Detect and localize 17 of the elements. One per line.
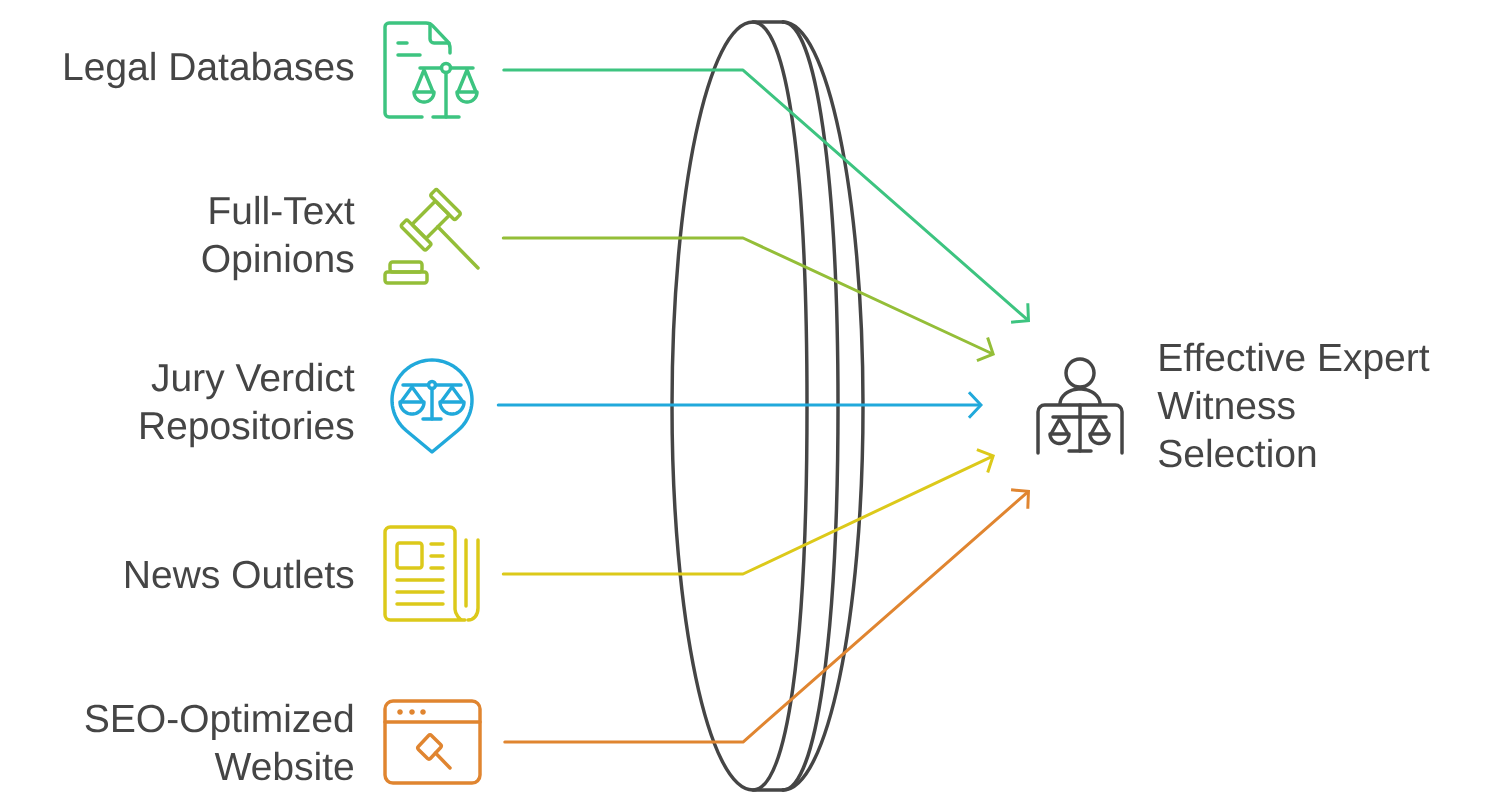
- gavel-icon: [383, 188, 480, 285]
- map-pin-scales-icon: [390, 358, 474, 454]
- node-label: Effective Expert Witness Selection: [1157, 342, 1430, 468]
- arrow: [496, 391, 983, 419]
- node-label: SEO-Optimized Website: [85, 703, 353, 781]
- newspaper-icon: [383, 525, 480, 622]
- node-label: Jury Verdict Repositories: [141, 362, 355, 448]
- node-label: Full-Text Opinions: [202, 195, 355, 281]
- arrow: [501, 236, 995, 362]
- node-label: Legal Databases: [65, 51, 354, 89]
- document-scales-icon: [383, 21, 479, 119]
- arrow: [503, 488, 1030, 744]
- person-podium-icon: [1036, 357, 1124, 455]
- arrow: [502, 68, 1030, 324]
- browser-window-icon: [383, 699, 482, 785]
- arrow: [501, 448, 995, 576]
- node-label: News Outlets: [126, 559, 354, 589]
